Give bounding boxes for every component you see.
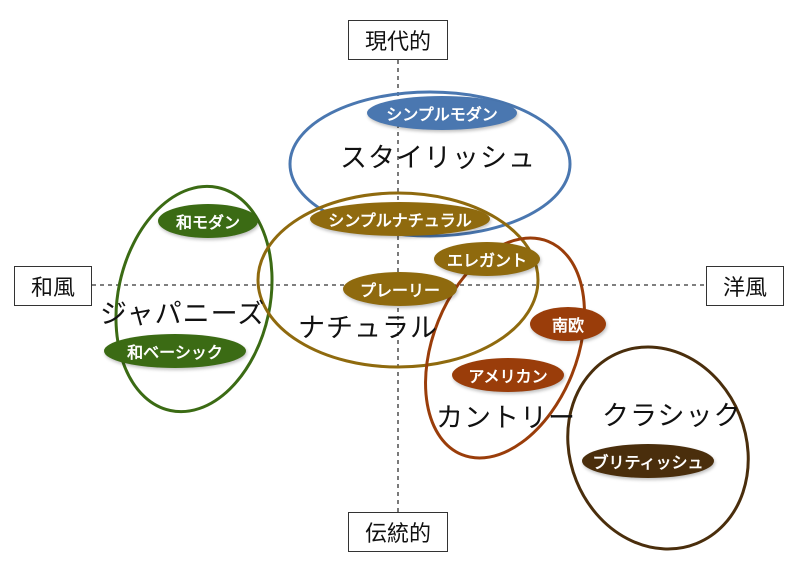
axis-left-label: 和風 bbox=[14, 266, 92, 306]
classic-ellipse bbox=[566, 345, 750, 551]
pill-simple-natural: シンプルナチュラル bbox=[310, 202, 490, 236]
axis-top-label: 現代的 bbox=[348, 20, 448, 60]
group-label-classic: クラシック bbox=[602, 401, 742, 432]
axis-bottom-label: 伝統的 bbox=[348, 512, 448, 552]
group-label-japanese: ジャパニーズ bbox=[100, 299, 266, 330]
pill-prairie: プレーリー bbox=[343, 272, 457, 306]
group-label-country: カントリー bbox=[436, 403, 576, 434]
pill-british: ブリティッシュ bbox=[582, 444, 714, 478]
natural-ellipse bbox=[256, 191, 540, 369]
group-label-natural: ナチュラル bbox=[298, 313, 438, 344]
pill-elegant: エレガント bbox=[434, 242, 540, 276]
pill-american: アメリカン bbox=[452, 358, 564, 392]
pill-wa-basic: 和ベーシック bbox=[104, 334, 246, 368]
axis-right-label: 洋風 bbox=[706, 266, 784, 306]
pill-nanou: 南欧 bbox=[530, 307, 606, 341]
pill-simple-modern: シンプルモダン bbox=[367, 96, 517, 130]
group-label-stylish: スタイリッシュ bbox=[340, 143, 536, 174]
stylish-ellipse bbox=[288, 90, 572, 238]
country-ellipse bbox=[424, 236, 586, 460]
pill-wa-modern: 和モダン bbox=[158, 204, 258, 238]
